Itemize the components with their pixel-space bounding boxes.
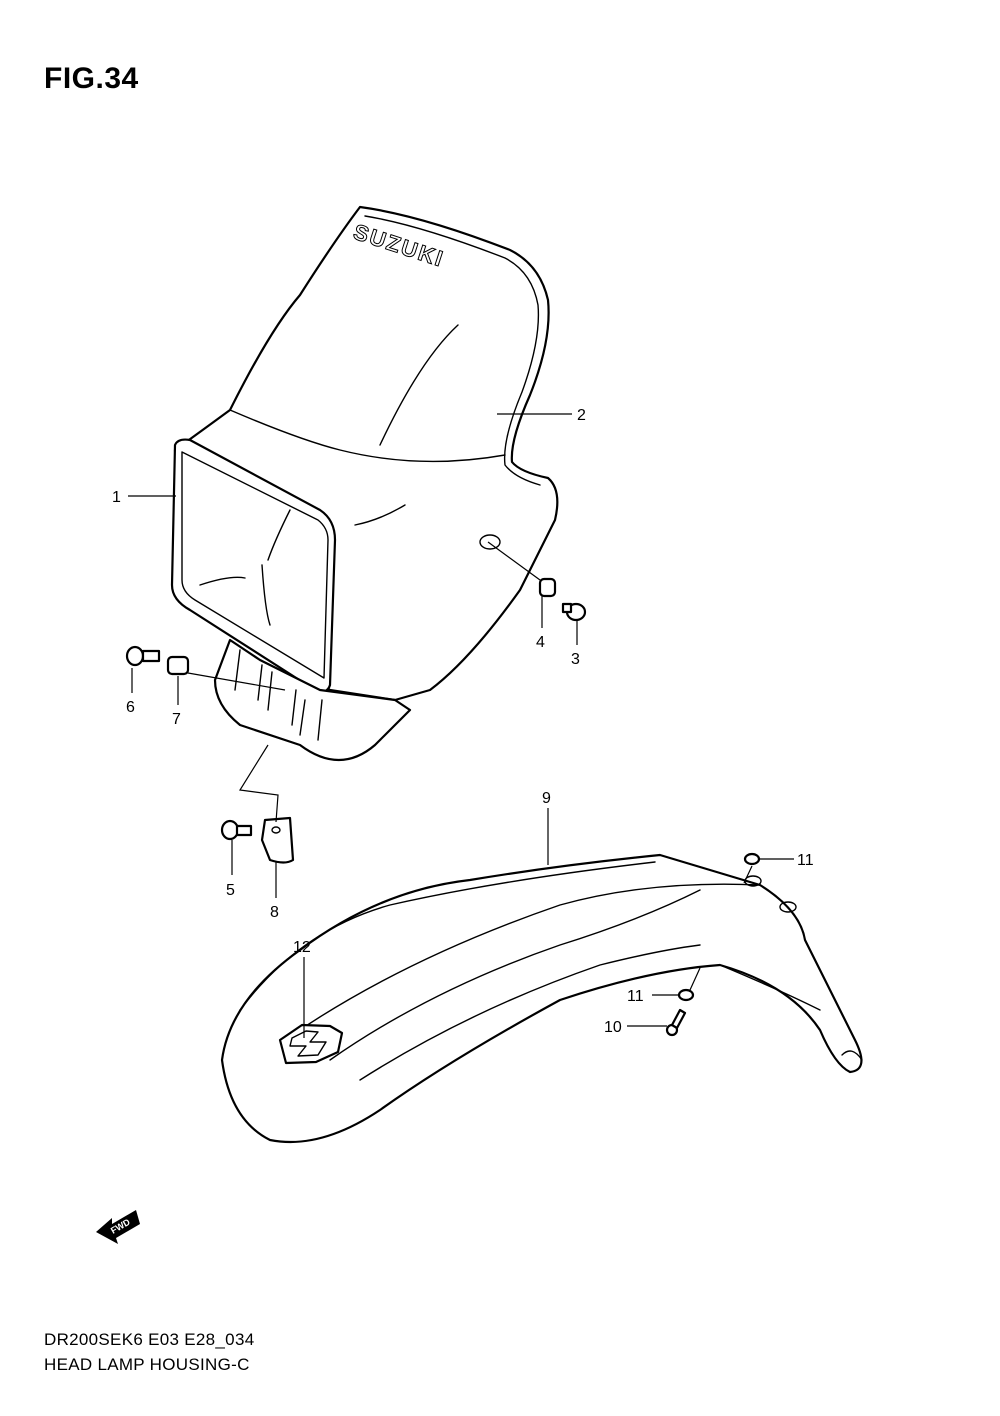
spacer-7 (166, 655, 190, 676)
callout-6: 6 (126, 699, 135, 716)
callout-labels: 1 2 3 4 5 6 7 8 9 10 11 11 12 (112, 407, 814, 1036)
fwd-arrow-icon: FWD (96, 1210, 140, 1244)
callout-9: 9 (542, 790, 551, 807)
callout-1: 1 (112, 489, 121, 506)
front-fender (220, 853, 863, 1144)
leader-lines (128, 413, 794, 1038)
diagram-description: HEAD LAMP HOUSING-C (44, 1355, 250, 1374)
callout-10: 10 (604, 1019, 622, 1036)
screw-10 (665, 1008, 687, 1037)
callout-8: 8 (270, 904, 279, 921)
bracket (260, 816, 295, 864)
bolt-5 (220, 819, 253, 841)
suzuki-s-emblem (278, 1023, 344, 1065)
screw-3 (561, 602, 587, 622)
callout-11-lower: 11 (627, 988, 644, 1005)
nut-11-upper (743, 852, 761, 866)
diagram-code: DR200SEK6 E03 E28_034 (44, 1330, 255, 1349)
callout-12: 12 (293, 939, 311, 956)
callout-2: 2 (577, 407, 586, 424)
callout-7: 7 (172, 711, 181, 728)
callout-3: 3 (571, 651, 580, 668)
spacer-4 (538, 577, 557, 598)
bolt-6 (125, 645, 161, 667)
figure-title: FIG.34 (44, 62, 139, 95)
callout-4: 4 (536, 634, 545, 651)
headlamp-housing: SUZUKI (170, 205, 559, 762)
nut-11-lower (677, 988, 695, 1002)
callout-5: 5 (226, 882, 235, 899)
callout-11-upper: 11 (797, 852, 814, 869)
